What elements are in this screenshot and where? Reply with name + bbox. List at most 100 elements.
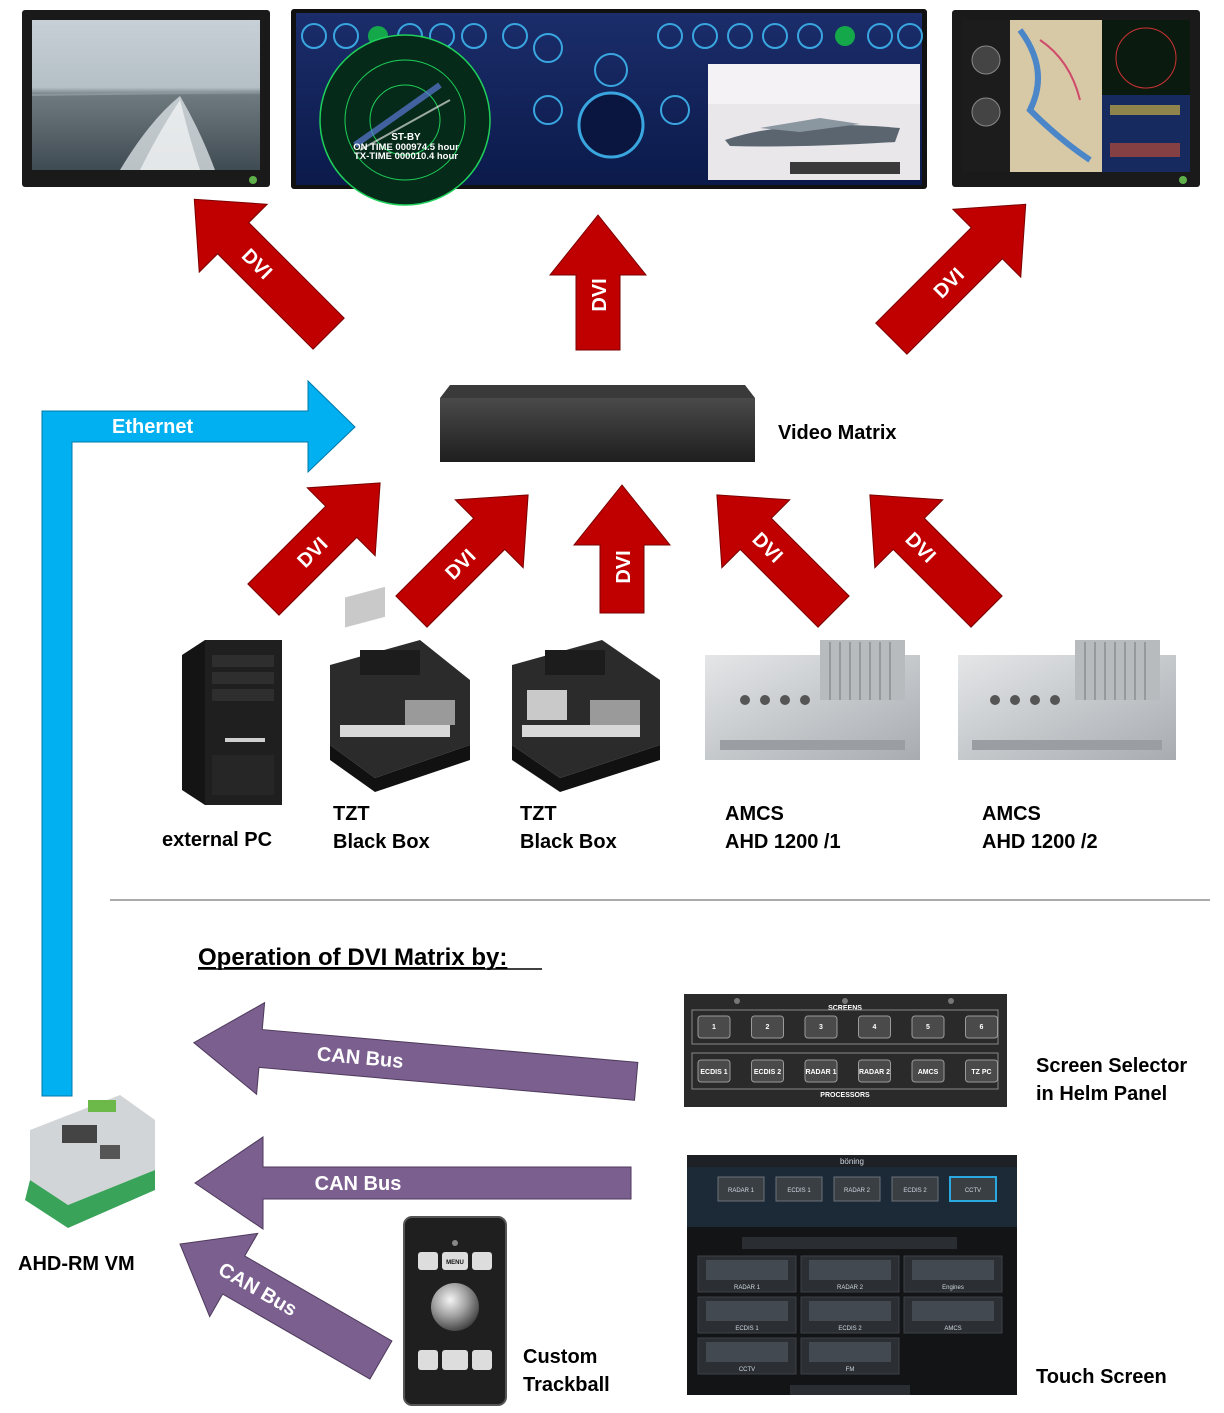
screen-button-label: 5 xyxy=(926,1024,930,1031)
ahd-rm-vm-device xyxy=(25,1095,155,1228)
can-bus-label: CAN Bus xyxy=(315,1173,402,1195)
radar-standby-text: ST-BY xyxy=(391,132,421,143)
touch-source-thumb[interactable] xyxy=(949,1176,997,1202)
processor-button-5[interactable]: AMCS xyxy=(911,1059,945,1083)
screen-button-6[interactable]: 6 xyxy=(965,1015,998,1039)
screen-button-5[interactable]: 5 xyxy=(911,1015,945,1039)
screen-button-face[interactable] xyxy=(911,1015,945,1039)
processor-button-face[interactable] xyxy=(858,1059,891,1083)
custom-trackball-device: MENU xyxy=(403,1216,507,1406)
screen-button-label: 3 xyxy=(819,1024,823,1031)
screen-button-face[interactable] xyxy=(858,1015,891,1039)
touch-source-5[interactable]: CCTV xyxy=(949,1176,997,1202)
amcs-unit-2 xyxy=(958,640,1176,760)
external-pc-tower xyxy=(182,640,282,805)
dvi-arrow-tzt2: DVI xyxy=(572,484,672,614)
touch-tile-8[interactable]: FM xyxy=(800,1337,900,1375)
touch-source-group: RADAR 1 ECDIS 1 RADAR 2 ECDIS 2 CCTV xyxy=(717,1176,997,1202)
tzt-black-box-2 xyxy=(512,640,660,792)
touch-tile-5[interactable]: ECDIS 2 xyxy=(800,1296,900,1334)
processor-button-3[interactable]: RADAR 1 xyxy=(804,1059,838,1083)
touch-tile-preview xyxy=(809,1260,891,1280)
processor-button-face[interactable] xyxy=(751,1059,784,1083)
touch-tile-4[interactable]: ECDIS 1 xyxy=(697,1296,797,1334)
touch-source-4[interactable]: ECDIS 2 xyxy=(891,1176,939,1202)
processor-button-4[interactable]: RADAR 2 xyxy=(858,1059,891,1083)
screen-button-face[interactable] xyxy=(751,1015,784,1039)
touch-tile-label: AMCS xyxy=(944,1326,961,1332)
dvi-arrow-amcs1: DVI xyxy=(716,494,850,628)
can-bus-arrow-touchscreen: CAN Bus xyxy=(194,1136,632,1230)
dvi-arrow-top-left: DVI xyxy=(193,198,345,350)
processor-button-label: ECDIS 1 xyxy=(700,1069,727,1076)
amcs2-label-line1: AMCS xyxy=(982,803,1041,825)
touch-screen-label: Touch Screen xyxy=(1036,1366,1167,1388)
operation-heading: Operation of DVI Matrix by: xyxy=(198,944,507,971)
touch-tile-7[interactable]: CCTV xyxy=(697,1337,797,1375)
screen-button-label: 1 xyxy=(712,1024,716,1031)
processor-button-label: ECDIS 2 xyxy=(754,1069,781,1076)
power-led-icon xyxy=(249,176,257,184)
touch-source-thumb[interactable] xyxy=(775,1176,823,1202)
touch-tile-preview xyxy=(706,1301,788,1321)
processor-button-1[interactable]: ECDIS 1 xyxy=(697,1059,731,1083)
power-led-icon-2 xyxy=(1179,176,1187,184)
touch-tile-preview xyxy=(912,1301,994,1321)
tzt2-label-line1: TZT xyxy=(520,803,557,825)
amcs1-label-line2: AHD 1200 /1 xyxy=(725,831,841,853)
radar-tx-time-text: TX-TIME 000010.4 hour xyxy=(354,151,458,162)
touch-tile-1[interactable]: RADAR 1 xyxy=(697,1255,797,1293)
touch-tile-preview xyxy=(706,1342,788,1362)
touch-tile-label: RADAR 1 xyxy=(734,1285,761,1291)
radar-display: ST-BY ON TIME 000974.5 hour TX-TIME 0000… xyxy=(319,34,491,206)
processor-button-face[interactable] xyxy=(804,1059,838,1083)
screen-button-3[interactable]: 3 xyxy=(804,1015,838,1039)
touch-source-thumb[interactable] xyxy=(891,1176,939,1202)
amcs1-label-line1: AMCS xyxy=(725,803,784,825)
touch-source-label: CCTV xyxy=(965,1188,981,1194)
dvi-arrow-tzt1: DVI xyxy=(395,494,529,628)
touch-source-thumb[interactable] xyxy=(833,1176,881,1202)
touch-tile-3[interactable]: Engines xyxy=(903,1255,1003,1293)
processor-button-2[interactable]: ECDIS 2 xyxy=(751,1059,784,1083)
screen-button-label: 2 xyxy=(766,1024,770,1031)
dvi-label: DVI xyxy=(613,550,635,583)
processor-button-face[interactable] xyxy=(911,1059,945,1083)
processor-button-6[interactable]: TZ PC xyxy=(965,1059,998,1083)
touch-tile-6[interactable]: AMCS xyxy=(903,1296,1003,1334)
can-bus-arrow-trackball: CAN Bus xyxy=(179,1232,393,1380)
touch-tile-preview xyxy=(706,1260,788,1280)
touch-tile-2[interactable]: RADAR 2 xyxy=(800,1255,900,1293)
touch-source-1[interactable]: RADAR 1 xyxy=(717,1176,765,1202)
enter-button-icon xyxy=(472,1350,492,1370)
touch-brand: böning xyxy=(840,1157,864,1166)
trackball-ball xyxy=(431,1283,479,1331)
processor-button-face[interactable] xyxy=(697,1059,731,1083)
video-button-icon xyxy=(442,1350,468,1370)
processor-button-label: TZ PC xyxy=(971,1069,991,1076)
processor-button-face[interactable] xyxy=(965,1059,998,1083)
screen-button-face[interactable] xyxy=(697,1015,731,1039)
touch-tile-label: RADAR 2 xyxy=(837,1285,864,1291)
dvi-arrow-amcs2: DVI xyxy=(869,494,1003,628)
nautical-chart xyxy=(1010,20,1102,172)
screen-button-label: 6 xyxy=(980,1024,984,1031)
touch-source-3[interactable]: RADAR 2 xyxy=(833,1176,881,1202)
screen-button-1[interactable]: 1 xyxy=(697,1015,731,1039)
screen-button-4[interactable]: 4 xyxy=(858,1015,891,1039)
dvi-label: DVI xyxy=(589,278,611,311)
touch-tile-preview xyxy=(912,1260,994,1280)
touch-source-thumb[interactable] xyxy=(717,1176,765,1202)
screen-button-2[interactable]: 2 xyxy=(751,1015,784,1039)
ethernet-label: Ethernet xyxy=(112,416,193,438)
touch-source-2[interactable]: ECDIS 1 xyxy=(775,1176,823,1202)
screens-title: SCREENS xyxy=(828,1005,862,1012)
screen-button-face[interactable] xyxy=(965,1015,998,1039)
right-button-icon xyxy=(472,1252,492,1270)
monitor-right xyxy=(952,10,1200,187)
screen-button-face[interactable] xyxy=(804,1015,838,1039)
processor-button-label: AMCS xyxy=(918,1069,939,1076)
amcs-unit-1 xyxy=(705,640,920,760)
trackball-label-line1: Custom xyxy=(523,1346,597,1368)
